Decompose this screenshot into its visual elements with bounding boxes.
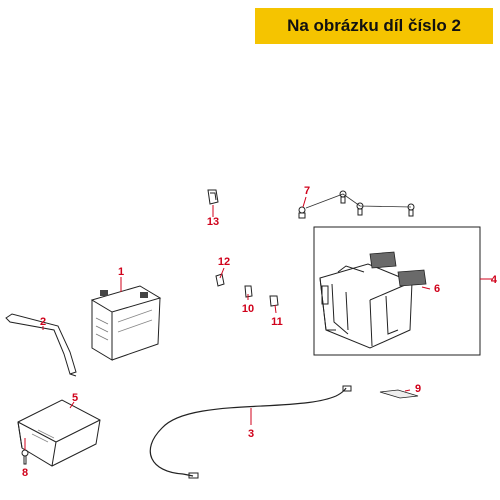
- clip-13-part: [207, 189, 219, 205]
- leader-lines: [24, 196, 492, 450]
- clip-12-part: [215, 273, 225, 287]
- cover-5-part: [17, 399, 101, 467]
- clip-11-part: [269, 295, 279, 307]
- callout-8: 8: [22, 467, 28, 479]
- callout-4: 4: [491, 274, 498, 286]
- callout-12: 12: [218, 256, 230, 268]
- clip-10-part: [244, 285, 253, 298]
- callout-3: 3: [248, 428, 254, 440]
- callout-10: 10: [242, 303, 254, 315]
- callout-7: 7: [304, 185, 310, 197]
- strap-2-part: [5, 313, 77, 377]
- callout-5: 5: [72, 392, 78, 404]
- part-number-banner: Na obrázku díl číslo 2: [255, 8, 493, 44]
- bolts-7-part: [298, 190, 415, 219]
- screw-8-part: [21, 449, 29, 465]
- terminal-9-part: [379, 389, 419, 399]
- pads-6-part: [369, 251, 427, 287]
- callout-6: 6: [434, 283, 440, 295]
- callout-9: 9: [415, 383, 421, 395]
- battery-box-4-part: [319, 263, 413, 349]
- battery-1-part: [90, 285, 162, 361]
- callout-13: 13: [207, 216, 219, 228]
- cable-3-part: [149, 385, 352, 479]
- battery-box-frame: [313, 226, 481, 356]
- callout-2: 2: [40, 316, 46, 328]
- callout-1: 1: [118, 266, 124, 278]
- callout-11: 11: [271, 316, 283, 328]
